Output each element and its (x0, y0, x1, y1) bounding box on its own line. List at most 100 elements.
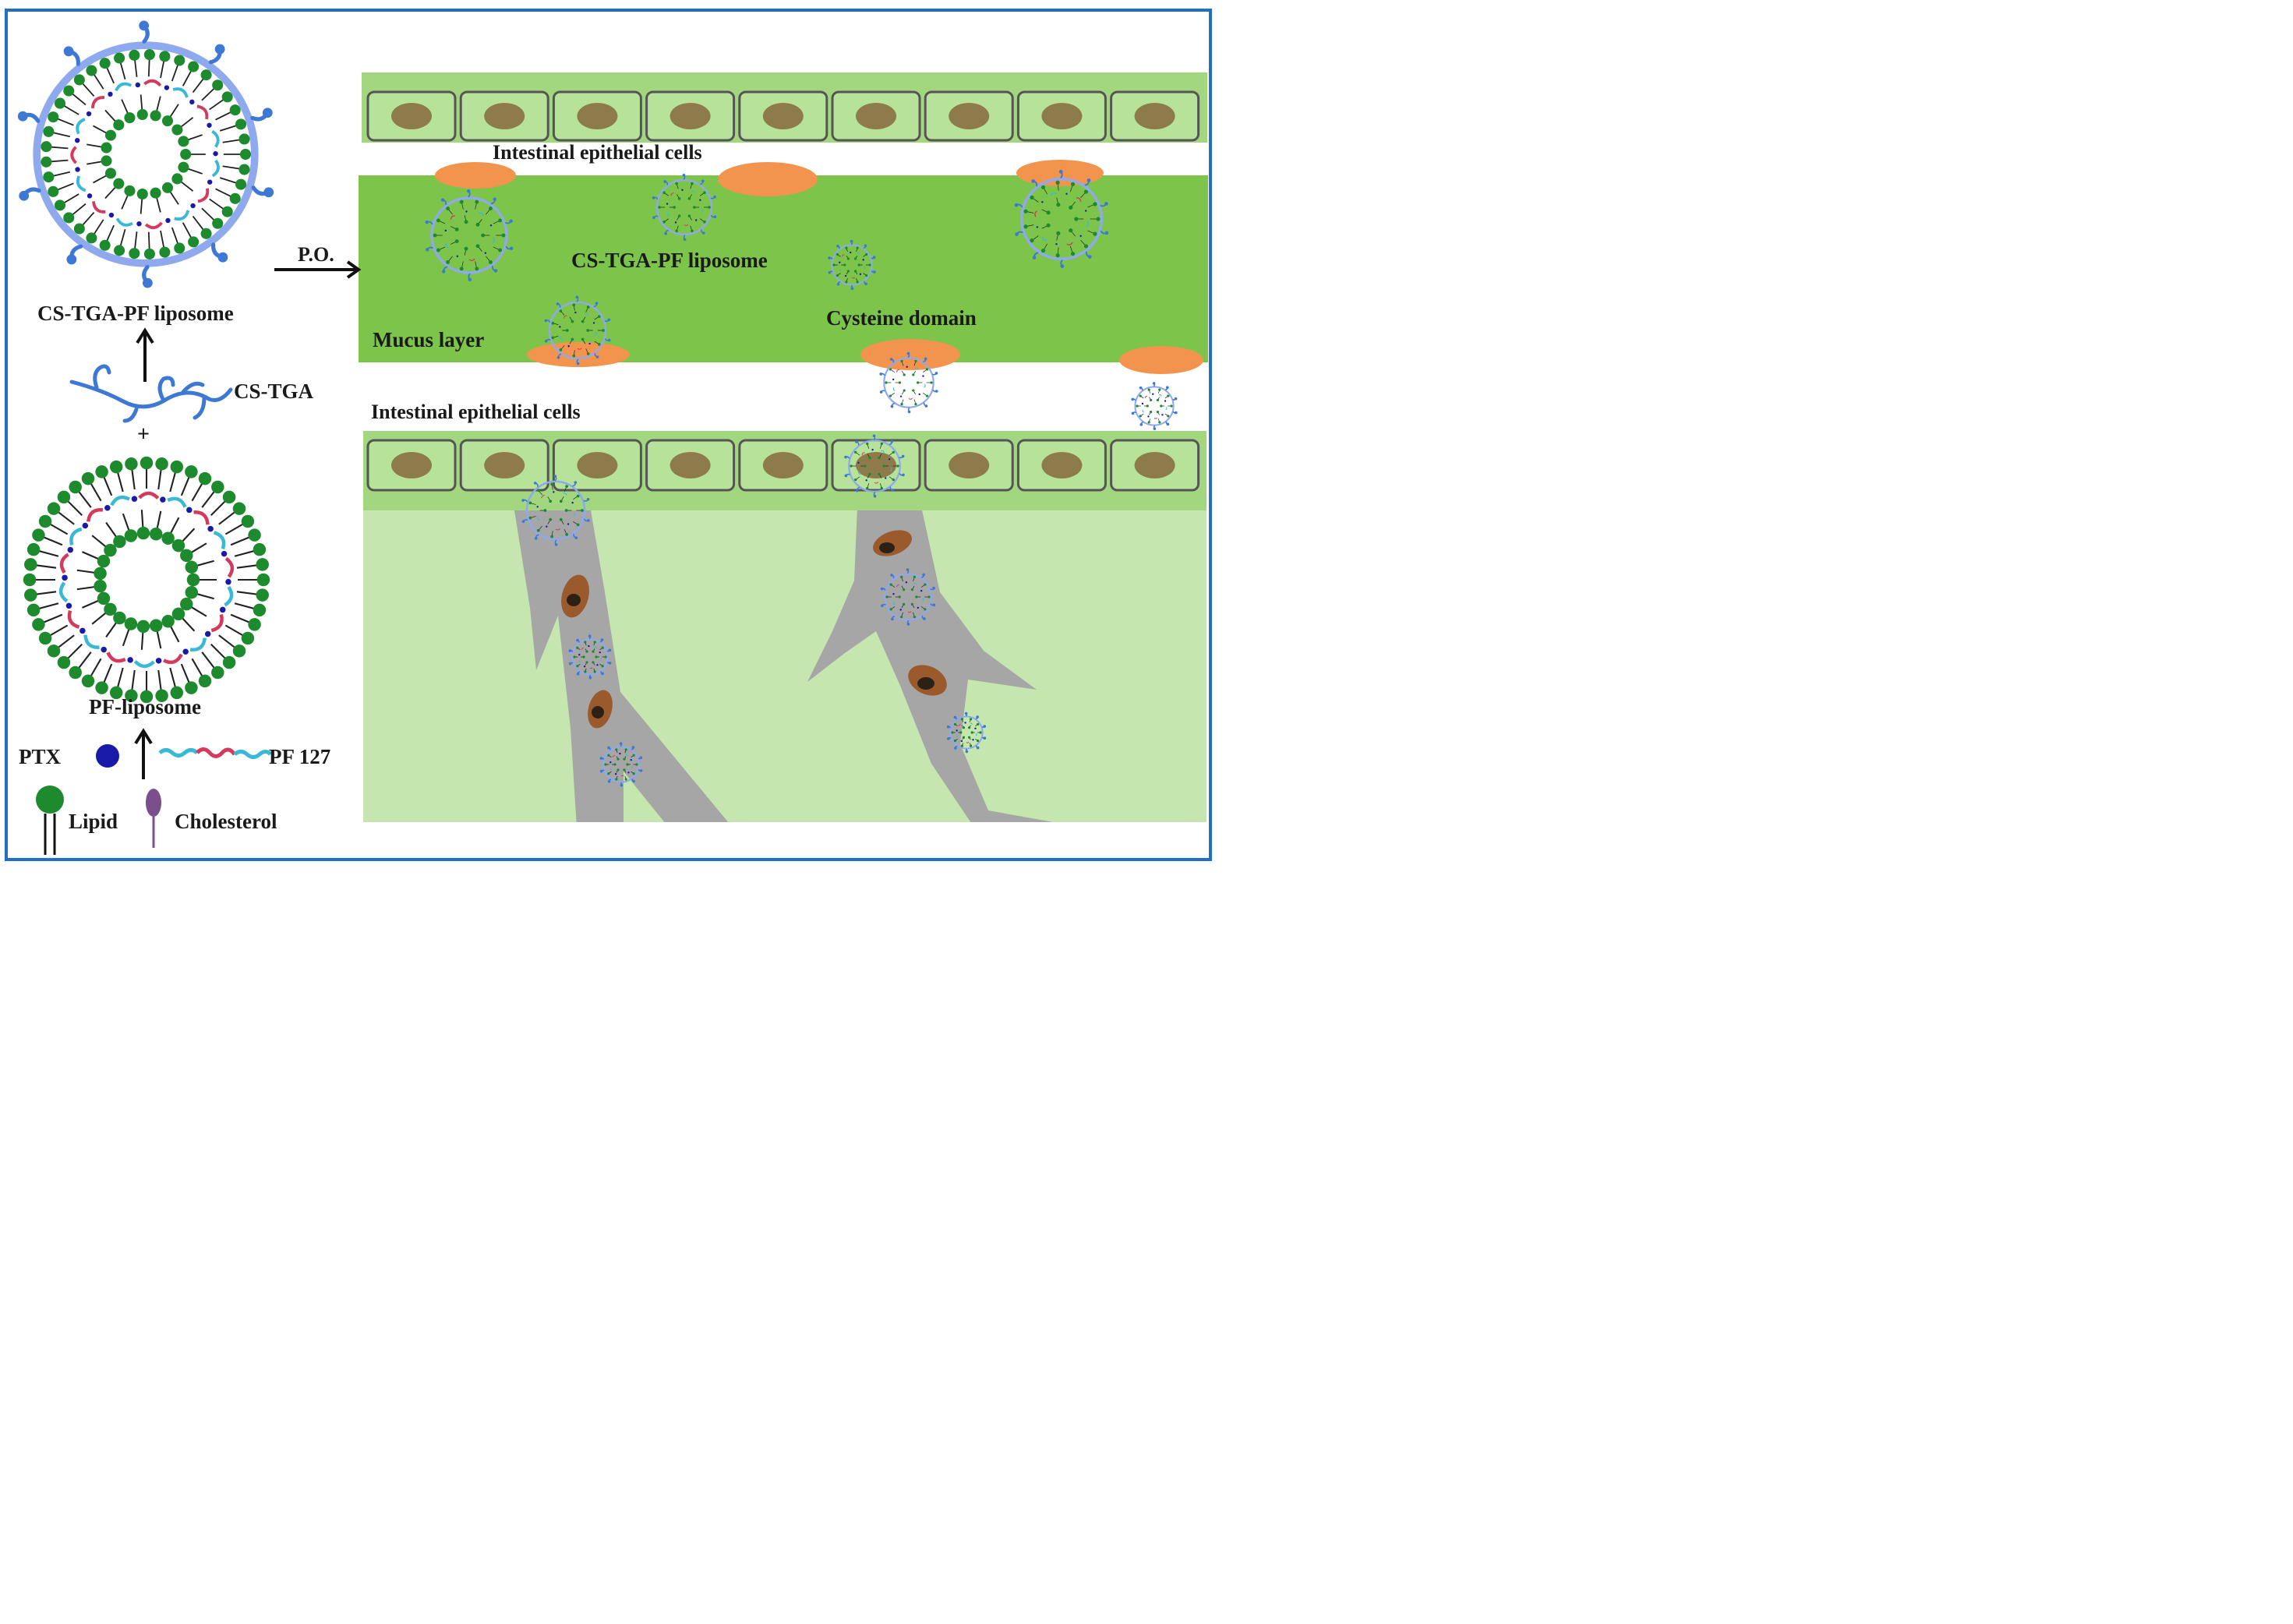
ptx-molecule (892, 378, 895, 381)
cs-tga-arm-tip (1087, 255, 1092, 259)
cs-tga-arm-tip (652, 216, 655, 220)
cs-tga-branch-4 (181, 381, 205, 394)
lipid-head (94, 579, 107, 593)
lipid-head (565, 329, 569, 332)
lipid-head (953, 739, 957, 743)
pf127-chain (924, 383, 926, 388)
lipid-head (26, 603, 41, 617)
lipid-head (673, 206, 676, 209)
lipid-head (43, 171, 55, 183)
cs-tga-arm-tip (544, 339, 548, 343)
lipid-head (104, 129, 117, 141)
cs-tga-arm-tip (983, 725, 986, 728)
lipid-head (586, 305, 590, 309)
cs-tga-arm-tip (575, 295, 579, 299)
ptx-molecule (596, 664, 599, 666)
pf127-chain (492, 237, 495, 244)
cs-tga-arm-tip (63, 46, 74, 57)
lipid-head (550, 535, 554, 538)
lipid-head (968, 726, 971, 729)
cs-tga-arm-tip (906, 351, 910, 355)
cs-tga-arm-tip (607, 338, 611, 342)
lipid-head (459, 199, 464, 204)
lipid-head (161, 182, 174, 193)
cs-tga-arm-tip (521, 499, 525, 502)
cs-tga-arm-tip (713, 215, 717, 218)
pf127-chain (1041, 236, 1048, 241)
lipid-head (900, 616, 903, 619)
pf127-chain (174, 210, 190, 221)
lipid-head (180, 549, 193, 563)
pf127-chain (92, 201, 106, 214)
lipid-head (559, 348, 563, 351)
lipid-label: Lipid (69, 810, 118, 833)
cs-tga-arm-tip (263, 187, 274, 198)
cs-tga-shell (848, 440, 901, 492)
lipid-head (836, 252, 839, 256)
cs-tga-arm-tip (425, 221, 429, 224)
pf127-chain (857, 252, 860, 256)
lipid-head (962, 726, 965, 729)
lipid-head (1156, 398, 1159, 401)
cs-tga-arm-tip (595, 302, 599, 305)
bottom-epithelial-cell-nucleus-7 (949, 452, 990, 478)
pf127-chain (172, 87, 189, 98)
lipid-head (573, 655, 576, 658)
ptx-molecule (1041, 201, 1044, 203)
lipid-head (239, 148, 252, 161)
ptx-molecule (219, 606, 226, 613)
lipid-head (150, 187, 161, 199)
lipid-head (159, 51, 171, 62)
pf127-chain (609, 768, 613, 771)
plus-sign: + (137, 422, 150, 447)
cs-tga-arm-tip (864, 282, 867, 286)
top-epithelial-cell-nucleus-4 (670, 103, 711, 129)
cysteine-domain-2 (718, 162, 818, 196)
lipid-head (677, 197, 681, 200)
cs-tga-branch-5 (193, 395, 207, 420)
cs-tga-arm-tip (639, 769, 643, 772)
ptx-molecule (884, 477, 887, 479)
lipid-head (198, 674, 212, 688)
lipid-head (592, 661, 595, 664)
ptx-molecule (922, 375, 924, 377)
pf127-chain (631, 764, 634, 768)
lipid-head (850, 464, 853, 468)
lipid-head (1167, 415, 1170, 418)
lipid-head (586, 329, 590, 332)
lipid-head (241, 514, 255, 528)
lipid-head (63, 85, 75, 97)
ptx-molecule (871, 448, 874, 451)
pf127-chain (468, 258, 475, 262)
lipid-head (854, 270, 857, 273)
lipid-head (1158, 388, 1161, 391)
lipid-head (912, 389, 915, 392)
lipid-head (604, 655, 607, 658)
lipid-head (113, 535, 126, 549)
ptx-molecule (627, 771, 630, 774)
lipid-head (1056, 231, 1061, 235)
ptx-molecule (972, 739, 974, 741)
pf127-chain (167, 496, 187, 508)
pf127-chain (970, 722, 973, 725)
lipid-head (1023, 209, 1028, 214)
cs-tga-arm-tip (601, 672, 604, 676)
lipid-head (489, 207, 493, 211)
pf127-chain (584, 312, 589, 316)
top-epithelial-cell-nucleus-5 (762, 103, 804, 129)
lipid-head (623, 768, 626, 771)
bottom-epithelial-cell-nucleus-4 (670, 452, 711, 478)
bottom-epithelial-cell-nucleus-1 (391, 452, 432, 478)
ptx-molecule (1152, 393, 1154, 395)
cs-tga-arm-tip (556, 302, 560, 305)
lipid-head (475, 222, 480, 227)
lipid-head (969, 744, 973, 747)
pf127-chain (1144, 395, 1147, 398)
ptx-molecule (960, 740, 963, 743)
lipid-head (903, 588, 906, 591)
pf127-chain (893, 601, 896, 605)
lipid-head (32, 618, 45, 631)
lipid-head (836, 274, 839, 277)
ptx-molecule (1164, 400, 1167, 402)
pf127-chain (691, 190, 695, 193)
